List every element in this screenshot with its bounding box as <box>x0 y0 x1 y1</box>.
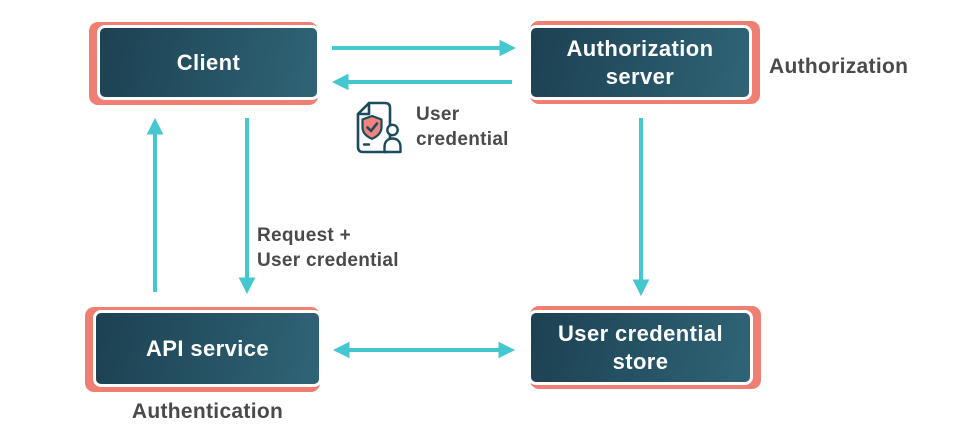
authentication-label: Authentication <box>131 400 284 423</box>
node-api-service: API service <box>85 307 322 392</box>
user-credential-label: User credential <box>416 104 509 150</box>
user-credential-icon <box>356 101 402 154</box>
node-face: User credential store <box>528 310 753 385</box>
node-user-credential-store: User credential store <box>528 306 761 389</box>
document-fold-icon <box>356 101 371 116</box>
node-client-label: Client <box>176 49 241 75</box>
request-user-credential-label: Request + User credential <box>257 225 399 271</box>
node-authorization-server: Authorization server <box>528 21 760 104</box>
node-face: API service <box>93 310 322 387</box>
person-body-icon <box>383 137 402 154</box>
node-client: Client <box>89 22 320 105</box>
checkmark-icon <box>366 122 379 133</box>
node-authorization-server-label: Authorization server <box>566 36 714 89</box>
node-face: Authorization server <box>528 25 752 100</box>
node-api-service-label: API service <box>145 335 270 361</box>
shield-icon <box>361 114 383 140</box>
node-face: Client <box>97 25 320 100</box>
person-head-icon <box>386 123 399 137</box>
node-user-credential-store-label: User credential store <box>558 321 723 374</box>
authorization-label: Authorization <box>769 55 909 78</box>
